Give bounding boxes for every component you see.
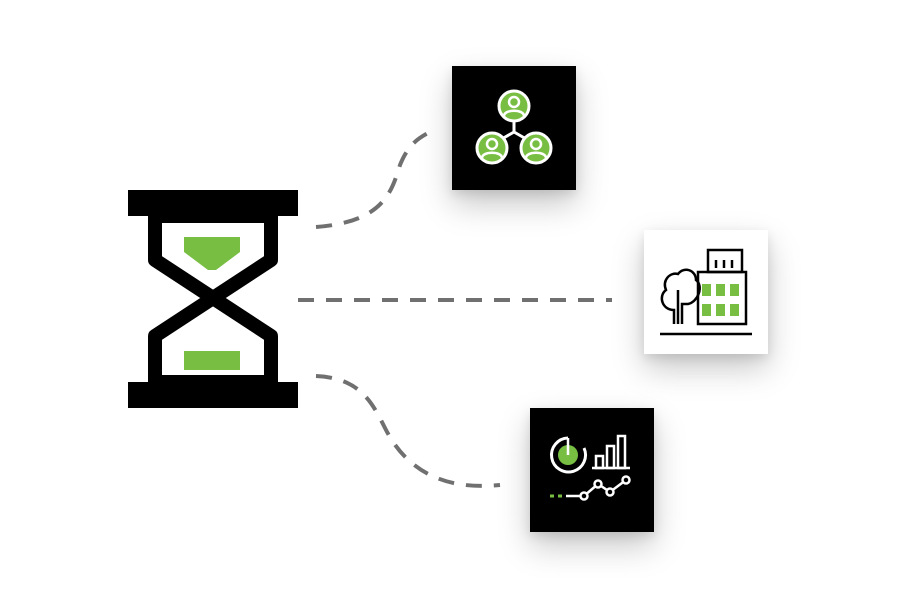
hourglass-icon	[128, 190, 298, 408]
people-network-card	[452, 66, 576, 190]
office-building-tree-icon	[660, 248, 752, 336]
office-building-card	[644, 230, 768, 354]
connector-analytics	[315, 374, 501, 488]
analytics-dashboard-icon	[550, 434, 631, 501]
connector-people	[315, 130, 431, 229]
people-network-icon	[475, 89, 553, 165]
analytics-card	[530, 408, 654, 532]
